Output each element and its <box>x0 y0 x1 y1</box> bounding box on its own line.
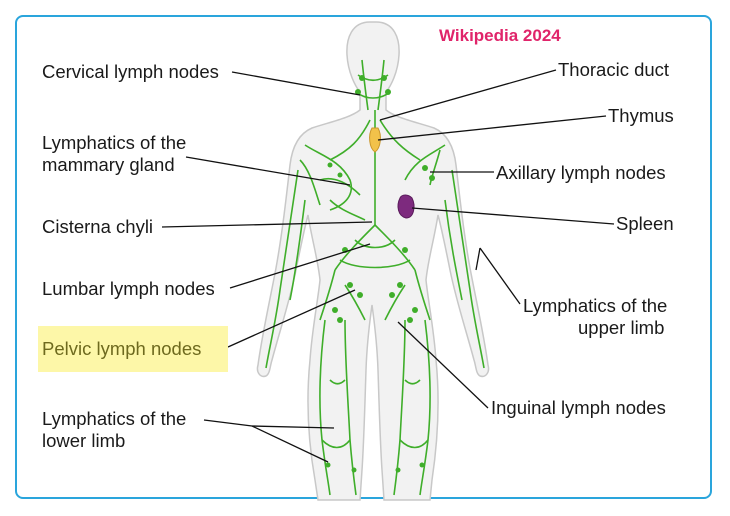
label-cervical: Cervical lymph nodes <box>42 61 219 82</box>
thymus <box>369 127 381 153</box>
label-mammary-line2: mammary gland <box>42 154 175 175</box>
pelvic-highlight <box>38 326 228 372</box>
label-spleen: Spleen <box>616 213 674 234</box>
lymph-nodes <box>325 75 435 473</box>
label-thoracic: Thoracic duct <box>558 59 670 80</box>
label-lower-limb-line1: Lymphatics of the <box>42 408 187 429</box>
head <box>256 21 490 501</box>
label-mammary-line1: Lymphatics of the <box>42 132 187 153</box>
body-silhouette <box>256 21 490 501</box>
watermark: Wikipedia 2024 <box>439 26 561 45</box>
label-upper-limb-line2: upper limb <box>578 317 665 338</box>
spleen <box>397 194 415 219</box>
label-cisterna: Cisterna chyli <box>42 216 154 237</box>
leader-lines <box>161 69 615 463</box>
label-pelvic: Pelvic lymph nodes <box>42 338 202 359</box>
label-lower-limb-line2: lower limb <box>42 430 126 451</box>
label-upper-limb-line1: Lymphatics of the <box>523 295 668 316</box>
label-thymus: Thymus <box>608 105 674 126</box>
label-lumbar: Lumbar lymph nodes <box>42 278 215 299</box>
label-inguinal: Inguinal lymph nodes <box>491 397 666 418</box>
label-axillary: Axillary lymph nodes <box>496 162 666 183</box>
